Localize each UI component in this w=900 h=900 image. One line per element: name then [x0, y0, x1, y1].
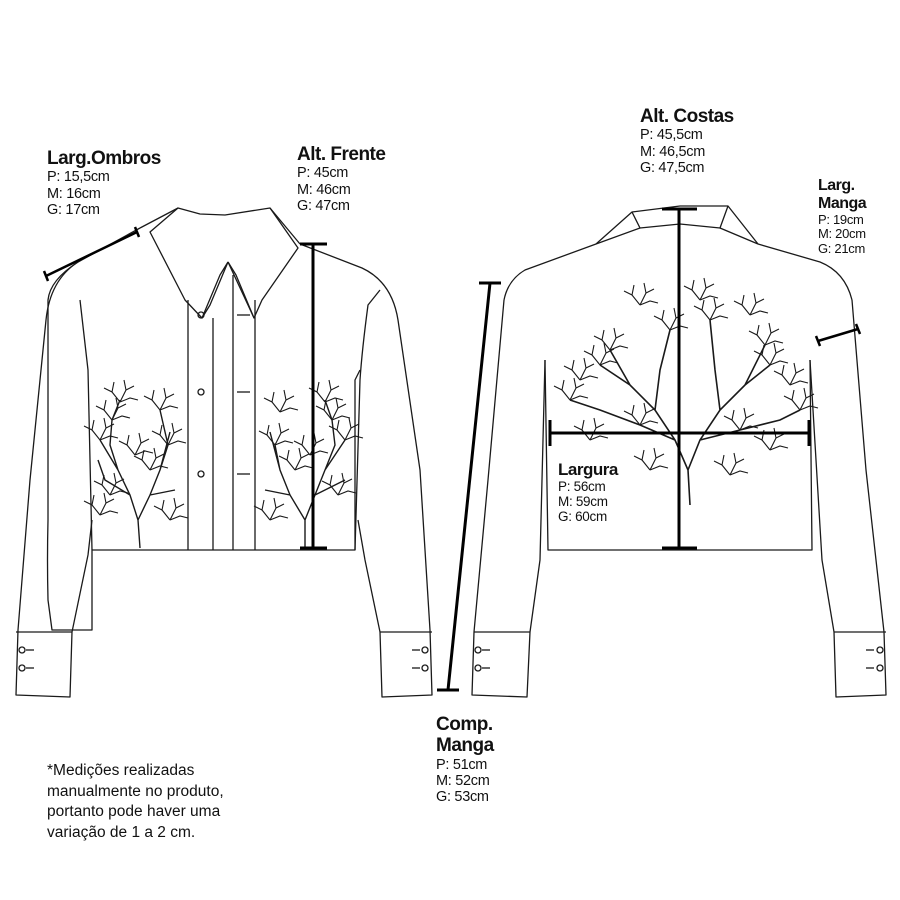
sleeve-length-size-g: G: 53cm — [436, 789, 489, 805]
width-label: Largura P: 56cm M: 59cm G: 60cm — [558, 460, 618, 524]
front-jacket — [15, 207, 433, 698]
shoulder-size-p: P: 15,5cm — [47, 169, 110, 186]
front-height-title: Alt. Frente — [297, 144, 386, 165]
front-height-size-p: P: 45cm — [297, 165, 349, 182]
front-coral-print-left — [83, 379, 189, 549]
front-height-measure-line — [300, 242, 327, 550]
sleeve-length-size-m: M: 52cm — [436, 772, 490, 789]
width-size-m: M: 59cm — [558, 494, 608, 510]
sleeve-length-label: Comp. Manga P: 51cm M: 52cm G: 53cm — [436, 714, 494, 805]
width-measure-line — [548, 420, 811, 446]
measurement-lines — [42, 207, 862, 692]
sleeve-length-measure-line — [437, 281, 501, 692]
back-height-label: Alt. Costas P: 45,5cm M: 46,5cm G: 47,5c… — [640, 106, 734, 176]
sleeve-width-measure-line — [814, 323, 862, 347]
sleeve-length-size-p: P: 51cm — [436, 756, 488, 773]
back-height-size-p: P: 45,5cm — [640, 127, 703, 144]
back-height-title: Alt. Costas — [640, 106, 734, 127]
measurement-disclaimer-note: *Medições realizadas manualmente no prod… — [47, 761, 224, 843]
front-coral-print-right — [253, 379, 364, 548]
note-line: manualmente no produto, — [47, 782, 224, 800]
width-size-p: P: 56cm — [558, 479, 606, 495]
note-line: portanto pode haver uma — [47, 803, 221, 821]
sleeve-width-title-line1: Larg. — [818, 177, 855, 194]
back-height-measure-line — [662, 207, 697, 550]
front-height-size-g: G: 47cm — [297, 197, 350, 214]
width-title: Largura — [558, 460, 618, 479]
width-size-g: G: 60cm — [558, 509, 607, 525]
sleeve-width-size-p: P: 19cm — [818, 211, 864, 227]
sleeve-length-title-line2: Manga — [436, 735, 494, 757]
shoulder-size-g: G: 17cm — [47, 201, 100, 218]
sleeve-width-label: Larg. Manga P: 19cm M: 20cm G: 21cm — [818, 177, 867, 256]
front-height-label: Alt. Frente P: 45cm M: 46cm G: 47cm — [297, 144, 386, 214]
back-coral-print — [553, 277, 819, 506]
shoulder-size-m: M: 16cm — [47, 185, 101, 202]
note-line: *Medições realizadas — [47, 762, 195, 779]
sleeve-length-title-line1: Comp. — [436, 714, 493, 735]
sleeve-width-size-m: M: 20cm — [818, 226, 866, 242]
shoulder-width-title: Larg.Ombros — [47, 148, 161, 169]
back-height-size-g: G: 47,5cm — [640, 159, 705, 176]
sleeve-width-size-g: G: 21cm — [818, 240, 866, 256]
shoulder-measure-line — [42, 226, 141, 282]
front-height-size-m: M: 46cm — [297, 181, 351, 198]
back-height-size-m: M: 46,5cm — [640, 143, 705, 160]
shoulder-width-label: Larg.Ombros P: 15,5cm M: 16cm G: 17cm — [47, 148, 161, 218]
sleeve-width-title-line2: Manga — [818, 194, 867, 212]
note-line: variação de 1 a 2 cm. — [47, 823, 196, 841]
